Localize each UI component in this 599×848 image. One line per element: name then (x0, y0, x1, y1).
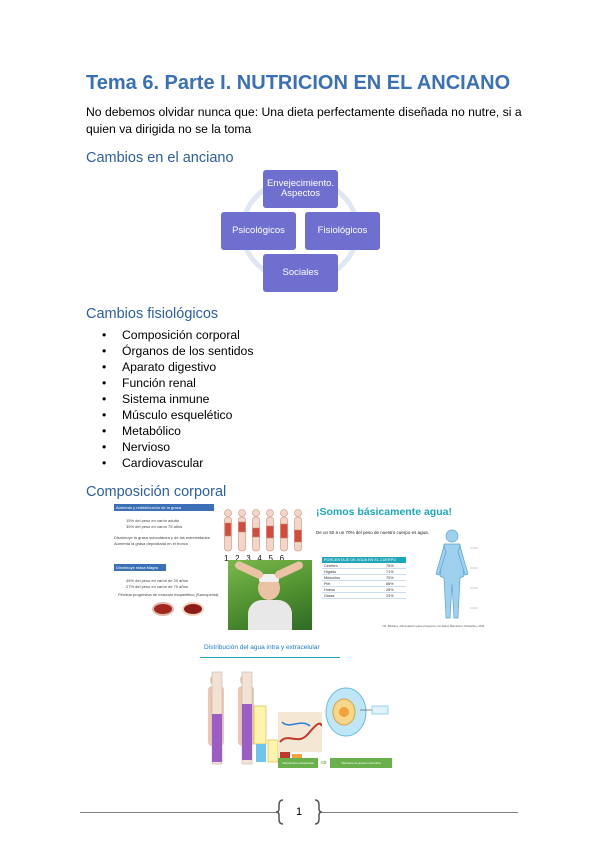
grasa-line: Pérdida progresiva de músculo esquelétic… (118, 592, 219, 597)
title-underline (200, 657, 340, 658)
agua-image: ¡Somos básicamente agua! De un 50 a un 7… (312, 502, 490, 632)
list-item: Músculo esquelético (100, 407, 253, 423)
grasa-line: Disminuye la grasa subcutánea y de las e… (114, 535, 210, 540)
green-label-2: Mantiene la presión osmótica (330, 758, 392, 768)
green-label-1: Intercambio extracelular (278, 758, 318, 768)
cycle-diagram: Envejecimiento. Aspectos Psicológicos Fi… (218, 168, 388, 296)
cell-diagram-icon (325, 687, 389, 737)
page-title: Tema 6. Parte I. NUTRICION EN EL ANCIANO (86, 72, 511, 94)
page-number: 1 (295, 806, 303, 818)
distribucion-title: Distribución del agua intra y extracelul… (204, 644, 320, 651)
compartment-bars-icon (208, 671, 302, 765)
list-item: Sistema inmune (100, 391, 253, 407)
grasa-line: 30% del peso en varón 75 años (126, 524, 183, 529)
diagram-node-left: Psicológicos (221, 212, 296, 250)
water-body-figure-icon (435, 529, 478, 619)
muscle-section-icon (152, 602, 174, 616)
shirt-icon (248, 600, 292, 630)
heading-composicion-corporal: Composición corporal (86, 484, 227, 500)
fisiologicos-list: Composición corporal Órganos de los sent… (100, 327, 253, 471)
silhouette-icon (252, 509, 260, 552)
agua-table-header: PORCENTAJE DE AGUA EN EL CUERPO (322, 557, 406, 563)
grasa-header: Aumento y redistribución de la grasa (114, 504, 214, 511)
heading-cambios-fisiologicos: Cambios fisiológicos (86, 306, 219, 322)
grasa-line: 27% del peso en varón de 70 años (126, 584, 188, 589)
head-icon (258, 576, 280, 600)
muscle-section-icon (182, 602, 204, 616)
grasa-line: Aumenta la grasa depositada en el tronco (114, 541, 189, 546)
list-item: Metabólico (100, 423, 253, 439)
silhouette-numbers: 1. 2. 3. 4. 5. 6. (224, 554, 287, 563)
diagram-node-bottom: Sociales (263, 254, 338, 292)
silhouette-icon (238, 509, 246, 552)
list-item: Función renal (100, 375, 253, 391)
distribucion-image: Distribución del agua intra y extracelul… (196, 640, 396, 774)
grasa-line: 15% del peso en varón adulto (126, 518, 179, 523)
grasa-header-2: Disminuye masa Magra (114, 564, 166, 571)
list-item: Composición corporal (100, 327, 253, 343)
body-silhouettes-icon (224, 509, 302, 552)
hair-icon (259, 574, 279, 582)
silhouette-icon (294, 509, 302, 552)
intro-paragraph: No debemos olvidar nunca que: Una dieta … (86, 105, 522, 136)
arm-icon (273, 560, 305, 580)
silhouette-icon (224, 509, 232, 552)
list-item: Aparato digestivo (100, 359, 253, 375)
silhouette-icon (280, 509, 288, 552)
vessel-map-icon (278, 712, 322, 752)
diagram-node-right: Fisiológicos (305, 212, 380, 250)
footer-rule-right (322, 812, 518, 813)
agua-subtitle: De un 50 a un 70% del peso de nuestro cu… (316, 530, 429, 535)
footer-rule-left (80, 812, 276, 813)
arrow-icon: ⇒ (320, 758, 327, 767)
grasa-line: 45% del peso en varón de 20 años (126, 578, 188, 583)
agua-source: J.R. Barbany. Alimentación para el Depor… (382, 624, 485, 628)
agua-title: ¡Somos básicamente agua! (316, 506, 452, 518)
elderly-man-photo (228, 560, 312, 630)
silhouette-icon (266, 509, 274, 552)
list-item: Nervioso (100, 439, 253, 455)
list-item: Órganos de los sentidos (100, 343, 253, 359)
arm-icon (233, 560, 265, 580)
page-number-brackets-icon (276, 799, 322, 825)
heading-cambios-anciano: Cambios en el anciano (86, 150, 234, 166)
list-item: Cardiovascular (100, 455, 253, 471)
diagram-node-top: Envejecimiento. Aspectos (263, 170, 338, 208)
